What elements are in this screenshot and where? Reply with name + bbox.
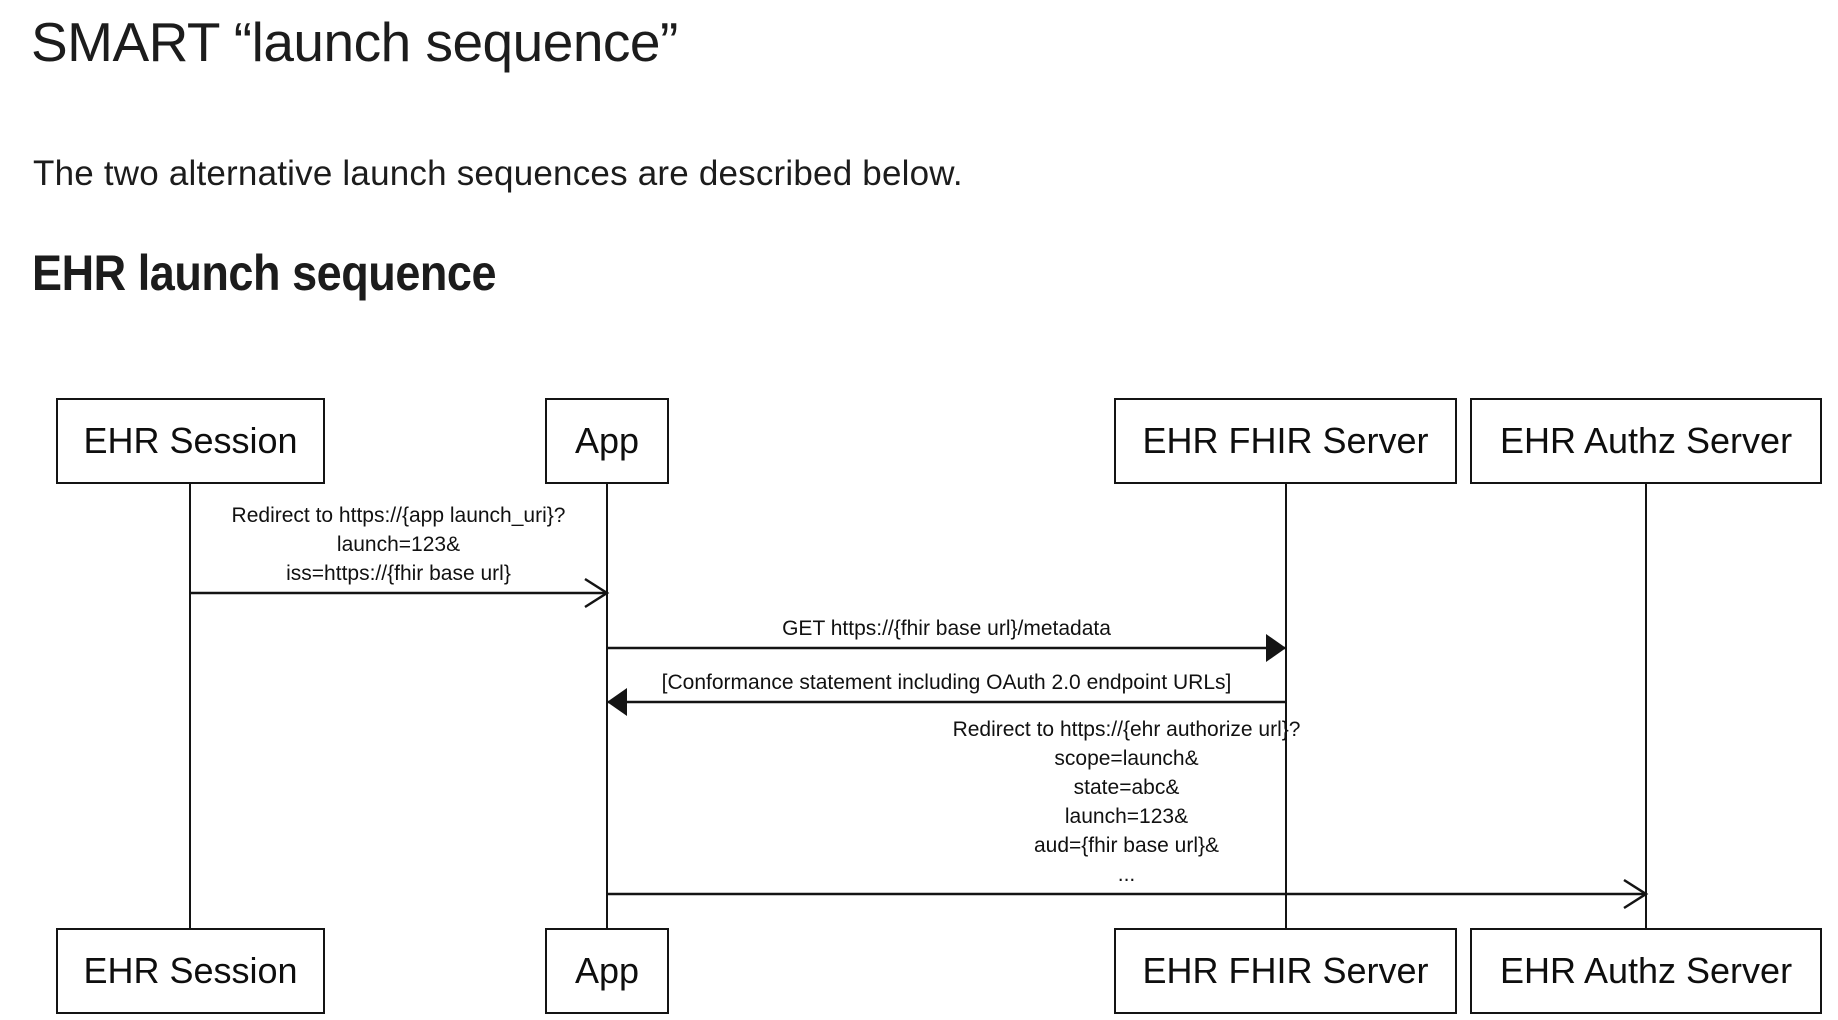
actor-box-app-top: App xyxy=(545,398,669,484)
actor-box-ehr-session-top: EHR Session xyxy=(56,398,325,484)
actor-box-ehr-session-bottom: EHR Session xyxy=(56,928,325,1014)
message-label-1: Redirect to https://{app launch_uri}?lau… xyxy=(232,501,566,588)
actor-box-ehr-authz-server-bottom: EHR Authz Server xyxy=(1470,928,1822,1014)
message-label-4: Redirect to https://{ehr authorize url}?… xyxy=(953,715,1301,889)
message-label-line: aud={fhir base url}& xyxy=(1033,834,1220,857)
page-title: SMART “launch sequence” xyxy=(31,11,678,73)
message-label-3: [Conformance statement including OAuth 2… xyxy=(662,668,1232,697)
actor-box-ehr-authz-server-top: EHR Authz Server xyxy=(1470,398,1822,484)
message-label-line: ... xyxy=(1117,863,1136,886)
filled-arrowhead-3 xyxy=(607,688,627,716)
message-label-line: [Conformance statement including OAuth 2… xyxy=(661,671,1232,694)
message-label-line: launch=123& xyxy=(1064,805,1189,828)
message-label-line: Redirect to https://{app launch_uri}? xyxy=(231,504,566,527)
open-arrowhead-4 xyxy=(1623,878,1649,910)
actor-box-ehr-fhir-server-bottom: EHR FHIR Server xyxy=(1114,928,1457,1014)
message-label-line: Redirect to https://{ehr authorize url}? xyxy=(952,718,1301,741)
section-heading: EHR launch sequence xyxy=(32,245,497,301)
message-label-line: state=abc& xyxy=(1073,776,1180,799)
message-label-2: GET https://{fhir base url}/metadata xyxy=(782,614,1111,643)
actor-box-app-bottom: App xyxy=(545,928,669,1014)
message-label-line: scope=launch& xyxy=(1054,747,1199,770)
message-label-line: iss=https://{fhir base url} xyxy=(286,562,511,585)
intro-text: The two alternative launch sequences are… xyxy=(33,154,963,193)
filled-arrowhead-2 xyxy=(1266,634,1286,662)
open-arrowhead-1 xyxy=(584,577,610,609)
actor-box-ehr-fhir-server-top: EHR FHIR Server xyxy=(1114,398,1457,484)
message-label-line: launch=123& xyxy=(336,533,461,556)
message-label-line: GET https://{fhir base url}/metadata xyxy=(782,617,1111,640)
